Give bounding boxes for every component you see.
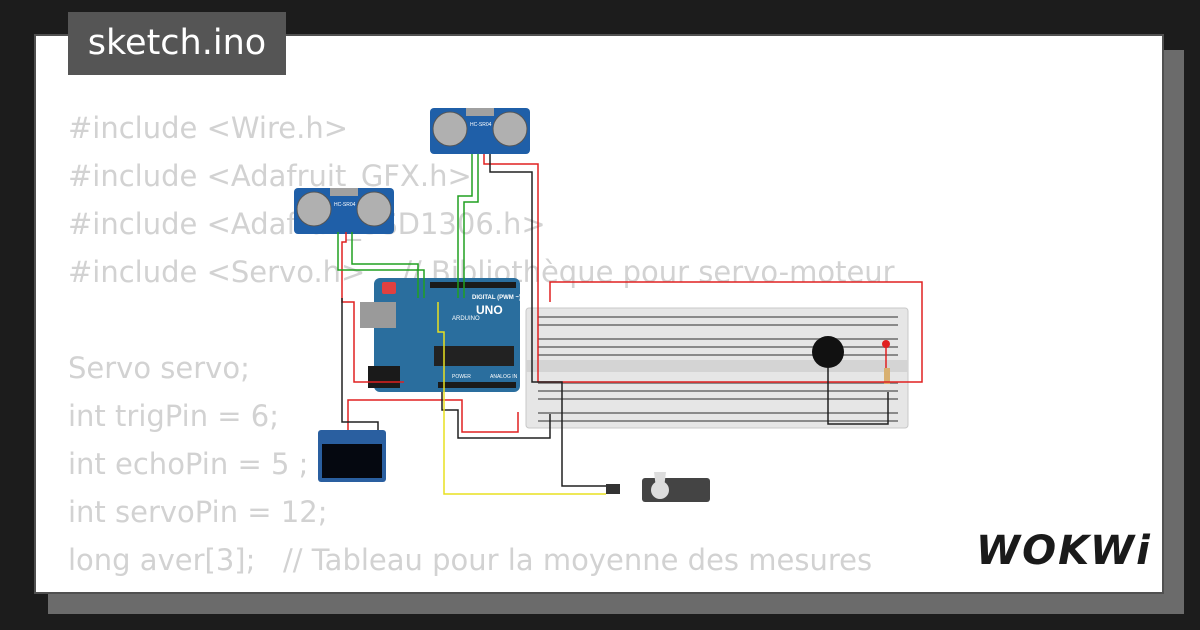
arduino-model-label: UNO bbox=[476, 303, 503, 317]
code-line: int trigPin = 6; bbox=[68, 399, 280, 433]
ultrasonic-sensor-left: HC-SR04 bbox=[294, 188, 394, 234]
code-line: int servoPin = 12; bbox=[68, 495, 328, 529]
oled-display bbox=[318, 430, 386, 482]
arduino-digital-label: DIGITAL (PWM ~) bbox=[472, 295, 521, 301]
sensor-label: HC-SR04 bbox=[334, 202, 356, 208]
sensor-label: HC-SR04 bbox=[470, 122, 492, 128]
arduino-uno: DIGITAL (PWM ~) UNO ARDUINO POWER ANALOG… bbox=[360, 278, 521, 392]
code-listing: #include <Wire.h> #include <Adafruit_GFX… bbox=[68, 104, 895, 584]
breadboard bbox=[525, 307, 909, 429]
file-tab: sketch.ino bbox=[68, 12, 286, 75]
buzzer bbox=[812, 336, 844, 368]
led bbox=[882, 340, 890, 348]
arduino-analog-label: ANALOG IN bbox=[490, 374, 518, 380]
ultrasonic-sensor-top: HC-SR04 bbox=[430, 108, 530, 154]
code-line: int echoPin = 5 ; bbox=[68, 447, 309, 481]
code-line: long aver[3]; // Tableau pour la moyenne… bbox=[68, 543, 873, 577]
circuit-diagram: DIGITAL (PWM ~) UNO ARDUINO POWER ANALOG… bbox=[294, 108, 923, 502]
code-line: Servo servo; bbox=[68, 351, 250, 385]
arduino-power-label: POWER bbox=[452, 374, 471, 380]
wokwi-logo: WOKWi bbox=[976, 528, 1152, 574]
resistor bbox=[884, 368, 890, 384]
code-line: #include <Wire.h> bbox=[68, 111, 349, 145]
code-line: #include <Adafruit_GFX.h> bbox=[68, 159, 472, 193]
arduino-brand-label: ARDUINO bbox=[452, 316, 480, 322]
preview-card: #include <Wire.h> #include <Adafruit_GFX… bbox=[34, 34, 1164, 594]
wiring bbox=[337, 154, 923, 495]
servo-motor bbox=[606, 472, 710, 502]
